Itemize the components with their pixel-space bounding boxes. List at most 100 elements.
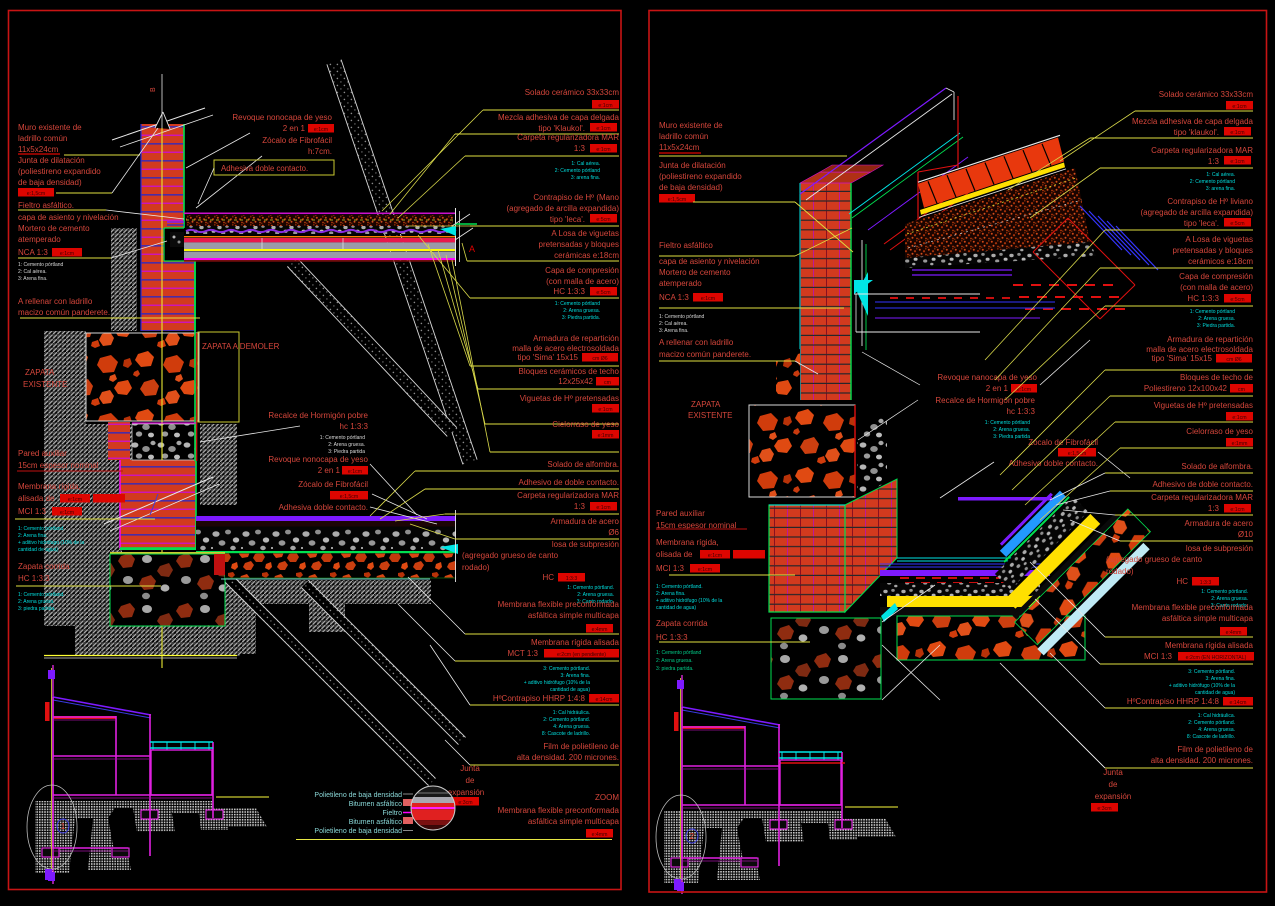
svg-text:Capa de compresión: Capa de compresión [545,266,619,275]
svg-text:ZAPATA: ZAPATA [691,400,721,409]
svg-text:Viguetas de Hº pretensadas: Viguetas de Hº pretensadas [520,394,619,403]
svg-text:Contrapiso de Hº liviano: Contrapiso de Hº liviano [1167,197,1253,206]
svg-text:tipo 'Sima' 15x15: tipo 'Sima' 15x15 [1152,354,1213,363]
svg-text:de baja densidad): de baja densidad) [659,183,723,192]
svg-text:Junta de dilatación: Junta de dilatación [18,156,85,165]
svg-text:8: Cascote de ladrillo.: 8: Cascote de ladrillo. [1187,734,1235,740]
svg-text:11x5x24cm: 11x5x24cm [18,145,59,154]
svg-text:Armadura de acero: Armadura de acero [551,517,620,526]
svg-text:malla de acero electrosoldada: malla de acero electrosoldada [512,344,619,353]
svg-text:Poliestireno 12x100x42: Poliestireno 12x100x42 [1144,384,1228,393]
svg-text:1: Cemento pórtland.: 1: Cemento pórtland. [1201,589,1248,595]
svg-text:e:1cm: e:1cm [701,296,715,302]
svg-text:Bitumen asfáltico: Bitumen asfáltico [349,819,402,826]
svg-text:cm: cm [604,380,611,386]
svg-text:capa de asiento y nivelación: capa de asiento y nivelación [18,213,119,222]
svg-text:HºContrapiso HHRP 1:4:8: HºContrapiso HHRP 1:4:8 [493,694,586,703]
svg-text:hc 1:3:3: hc 1:3:3 [340,422,369,431]
svg-text:asfáltica simple multicapa: asfáltica simple multicapa [1162,614,1254,623]
svg-text:olisada de: olisada de [656,550,693,559]
svg-text:Pared auxiliar: Pared auxiliar [18,449,67,458]
svg-text:Recalce de Hormigón pobre: Recalce de Hormigón pobre [268,411,368,420]
svg-text:ladrillo común: ladrillo común [659,132,708,141]
svg-text:Ø6: Ø6 [608,528,619,537]
svg-text:Membrana rígida,: Membrana rígida, [18,482,81,491]
svg-text:e:1,5cm: e:1,5cm [668,197,686,203]
svg-text:2: Arena gruesa.: 2: Arena gruesa. [1198,316,1235,322]
svg-text:e:1cm: e:1cm [1230,507,1244,513]
svg-text:3: Piedra partida.: 3: Piedra partida. [1197,323,1235,329]
svg-text:e:14cm: e:14cm [595,697,612,703]
svg-text:Polietileno de baja densidad: Polietileno de baja densidad [314,828,402,835]
svg-text:HC: HC [542,573,554,582]
svg-text:e:1cm: e:1cm [1230,159,1244,165]
svg-text:losa de subpresión: losa de subpresión [552,540,619,549]
svg-text:e:2cm (EN HORIZONTAL): e:2cm (EN HORIZONTAL) [1186,655,1247,661]
svg-text:Ø10: Ø10 [1238,530,1254,539]
svg-text:1: 1 [61,822,66,831]
svg-text:Bitumen asfáltico: Bitumen asfáltico [349,801,402,808]
svg-text:1: Cemento pórtland: 1: Cemento pórtland [659,314,705,320]
svg-text:1:3: 1:3 [574,144,586,153]
svg-text:2 en 1: 2 en 1 [986,384,1009,393]
svg-text:Muro existente de: Muro existente de [18,123,82,132]
svg-text:8: Cascote de ladrillo.: 8: Cascote de ladrillo. [542,731,590,737]
svg-text:asfáltica simple multicapa: asfáltica simple multicapa [528,817,620,826]
svg-text:Armadura de repartición: Armadura de repartición [533,334,619,343]
svg-text:Membrana rígida alisada: Membrana rígida alisada [1165,641,1254,650]
svg-text:e:2cm (en pendiente): e:2cm (en pendiente) [557,652,606,658]
svg-text:e:1cm: e:1cm [60,510,74,516]
svg-text:e:1cm: e:1cm [596,126,610,132]
svg-text:Cielorraso de yeso: Cielorraso de yeso [1186,427,1253,436]
svg-text:e:1cm: e:1cm [598,103,612,109]
svg-text:3: piedra partida.: 3: piedra partida. [656,666,694,672]
svg-text:1: Cal aérea.: 1: Cal aérea. [571,161,600,167]
svg-text:cerámicas e:18cm: cerámicas e:18cm [554,251,619,260]
svg-text:2: Cal aérea.: 2: Cal aérea. [18,269,47,275]
svg-text:3: piedra partida.: 3: piedra partida. [18,606,56,612]
svg-text:3: Cemento pórtland.: 3: Cemento pórtland. [1188,669,1235,675]
svg-text:e:5cm: e:5cm [596,217,610,223]
svg-text:4: Arena gruesa.: 4: Arena gruesa. [1198,727,1235,733]
svg-text:1: Cal hidráulica.: 1: Cal hidráulica. [553,710,590,716]
svg-text:(agregado de arcilla expandida: (agregado de arcilla expandida) [506,204,619,213]
svg-text:de baja densidad): de baja densidad) [18,178,82,187]
svg-text:A: A [469,244,475,254]
svg-text:e:1cm: e:1cm [1017,387,1031,393]
svg-text:cm: cm [1238,387,1245,393]
svg-text:3: arena fina.: 3: arena fina. [571,175,600,181]
svg-text:cm Ø6: cm Ø6 [592,356,607,362]
svg-text:2: Cemento pórtland.: 2: Cemento pórtland. [543,717,590,723]
svg-text:Film de polietileno de: Film de polietileno de [1177,745,1253,754]
svg-text:Adhesiva doble contacto.: Adhesiva doble contacto. [221,164,308,173]
svg-text:Capa de compresión: Capa de compresión [1179,272,1253,281]
svg-text:tipo 'leca'.: tipo 'leca'. [1184,219,1219,228]
svg-text:e:1mm: e:1mm [1232,441,1248,447]
svg-text:e:1cm: e:1cm [598,407,612,413]
svg-text:2: Arena gruesa.: 2: Arena gruesa. [563,308,600,314]
svg-text:Adhesivo de doble contacto.: Adhesivo de doble contacto. [1152,480,1253,489]
svg-text:asfáltica simple multicapa: asfáltica simple multicapa [528,611,620,620]
svg-text:2: Arena gruesa.: 2: Arena gruesa. [993,427,1030,433]
svg-text:Carpeta regularizadora MAR: Carpeta regularizadora MAR [1151,493,1253,502]
svg-text:Revoque nonocapa de yeso: Revoque nonocapa de yeso [232,113,332,122]
svg-text:1: Cemento pórtland.: 1: Cemento pórtland. [656,584,703,590]
svg-text:(poliestireno expandido: (poliestireno expandido [659,172,742,181]
svg-text:de: de [1109,780,1118,789]
svg-text:e:1cm: e:1cm [596,147,610,153]
svg-text:+ aditivo hidrófugo (10% de la: + aditivo hidrófugo (10% de la [1169,683,1236,689]
svg-text:Carpeta regularizadora MAR: Carpeta regularizadora MAR [517,133,619,142]
svg-text:Zócalo de Fibrofácil: Zócalo de Fibrofácil [298,480,368,489]
svg-text:Carpeta regularizadora MAR: Carpeta regularizadora MAR [517,491,619,500]
svg-text:Solado de alfombra.: Solado de alfombra. [1181,462,1253,471]
svg-text:2: 2 [690,832,695,841]
svg-text:Junta: Junta [1103,768,1123,777]
svg-text:cm Ø6: cm Ø6 [1226,357,1241,363]
svg-text:Armadura de repartición: Armadura de repartición [1167,335,1253,344]
svg-text:1: Cemento pórtland: 1: Cemento pórtland [18,262,64,268]
svg-text:3: Arena fina.: 3: Arena fina. [561,673,590,679]
svg-text:(agregado de arcilla expandida: (agregado de arcilla expandida) [1140,208,1253,217]
svg-text:2: Arena gruesa.: 2: Arena gruesa. [1211,596,1248,602]
svg-text:pretensadas y bloques: pretensadas y bloques [539,240,620,249]
svg-text:alta densidad. 200 micrones.: alta densidad. 200 micrones. [517,753,619,762]
